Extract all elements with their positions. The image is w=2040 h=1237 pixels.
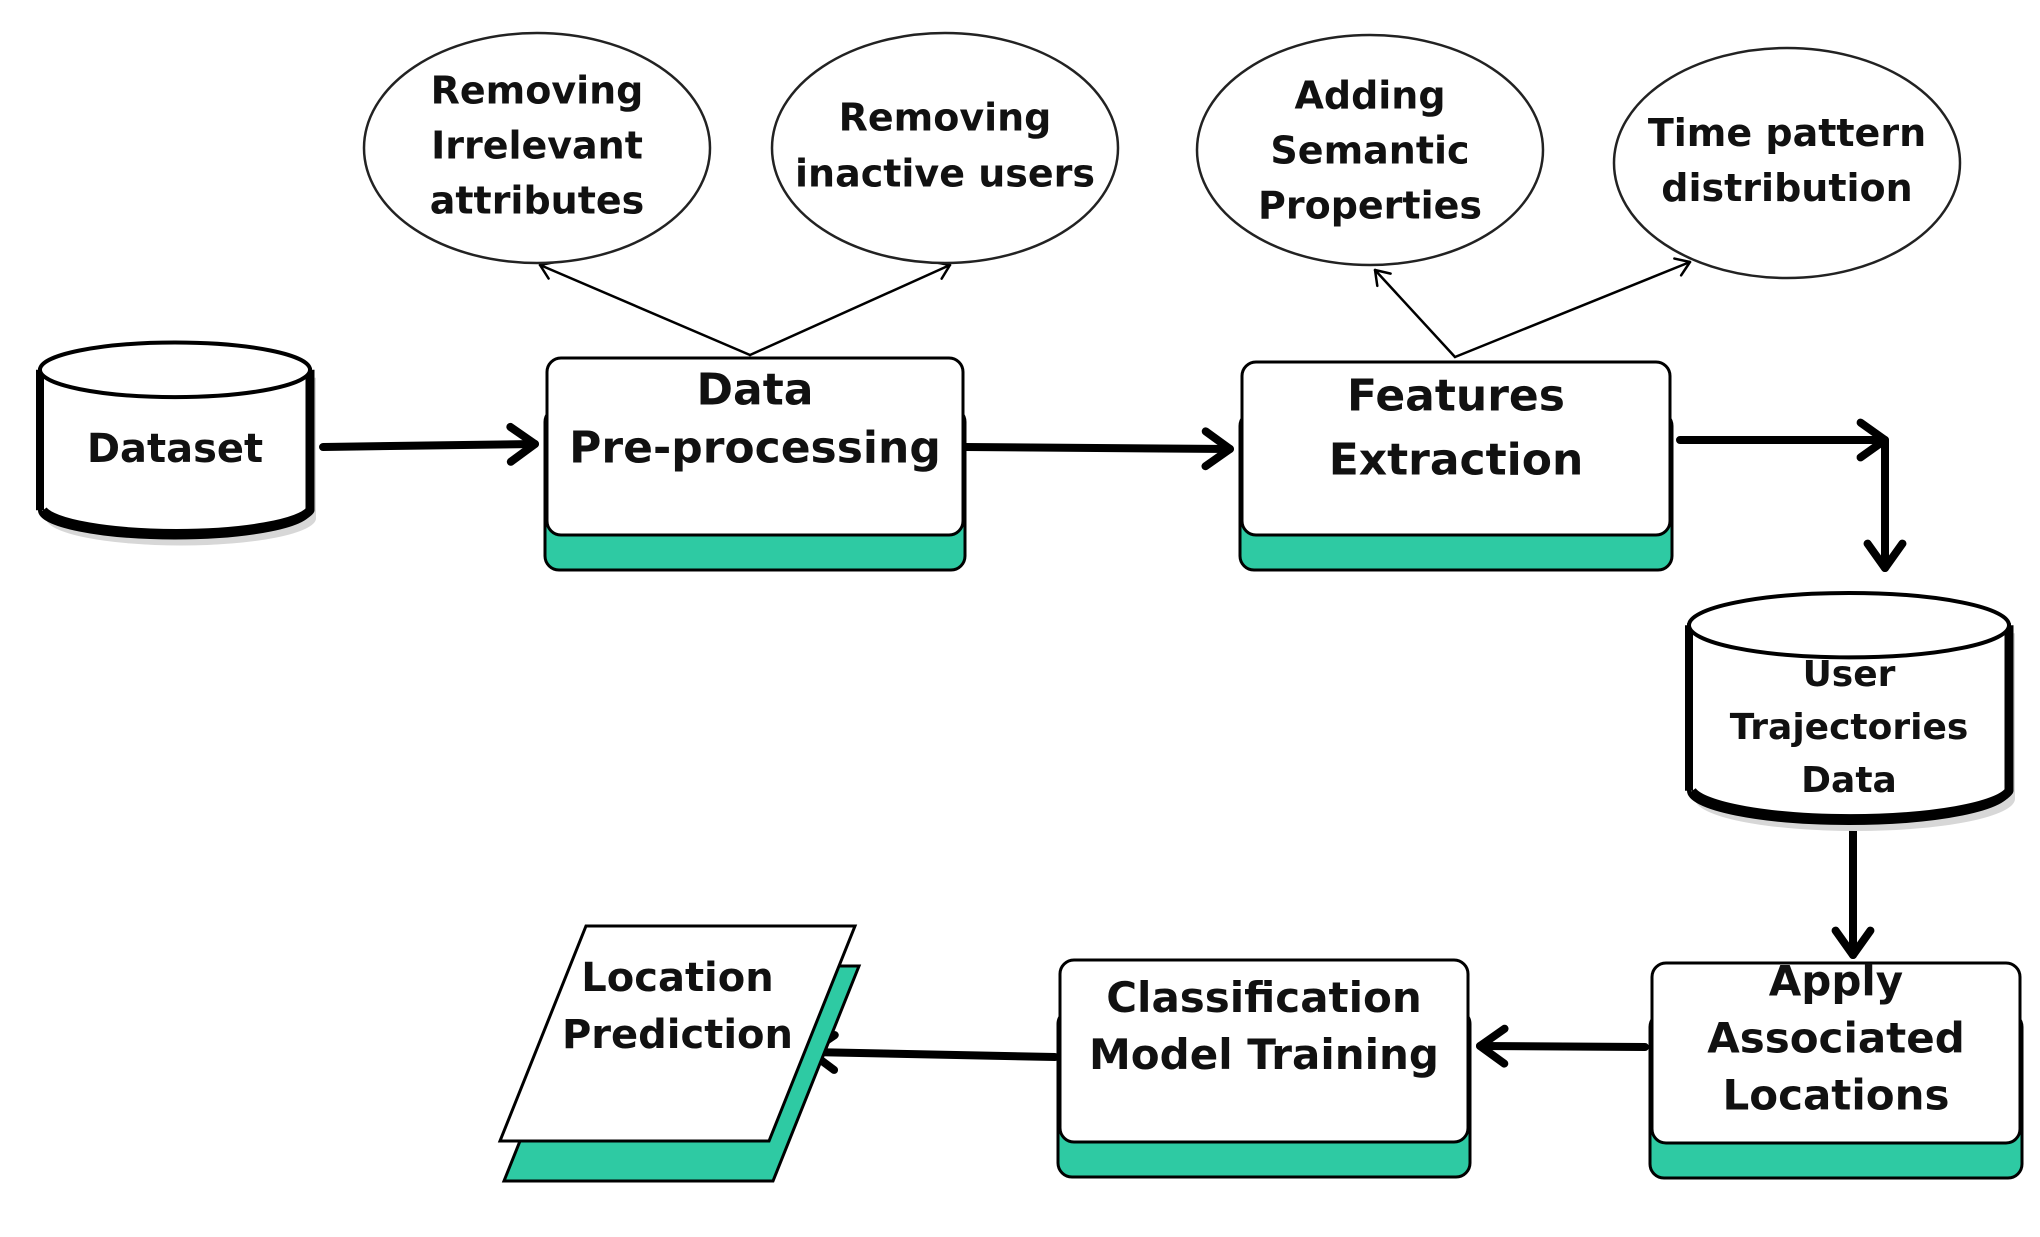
- edge-features-extraction-to-adding-semantic: [1373, 268, 1457, 359]
- edge-apply-locations-to-classification-arrowhead: [1476, 1024, 1509, 1068]
- adding-semantic-label-line: Semantic: [1270, 129, 1469, 173]
- edge-features-extraction-to-time-pattern-arrowhead: [1673, 257, 1692, 277]
- removing-inactive-ellipse: Removing inactive users: [770, 31, 1120, 265]
- edge-apply-locations-to-classification-line: [1476, 1042, 1649, 1051]
- edge-features-extraction-to-adding-semantic-line: [1373, 268, 1457, 359]
- edge-preprocessing-to-features-extraction-arrowhead: [1201, 427, 1234, 471]
- adding-semantic-label-line: Properties: [1258, 184, 1482, 228]
- edge-user-trajectories-to-apply-locations-arrowhead: [1831, 926, 1875, 959]
- edge-classification-to-location-prediction: [806, 1031, 1059, 1074]
- edge-dataset-to-preprocessing-arrowhead: [506, 422, 539, 466]
- apply-locations-label-line: Locations: [1722, 1071, 1949, 1120]
- features-extraction-label-line: Features: [1347, 371, 1565, 422]
- time-pattern-label: Time pattern distribution: [1648, 111, 1926, 210]
- edge-classification-to-location-prediction-line: [806, 1048, 1059, 1061]
- removing-irrelevant-label-line: attributes: [430, 179, 645, 223]
- edge-features-extraction-to-user-trajectories-corner-arrowhead: [1856, 418, 1889, 462]
- edge-preprocessing-to-features-extraction: [961, 427, 1234, 471]
- edge-features-extraction-to-time-pattern-line: [1453, 260, 1692, 359]
- time-pattern-label-line: distribution: [1661, 166, 1912, 210]
- preprocessing-label-line: Pre-processing: [569, 423, 941, 474]
- edge-apply-locations-to-classification: [1476, 1024, 1649, 1068]
- removing-inactive-label: Removing inactive users: [795, 96, 1095, 196]
- edge-preprocessing-to-removing-inactive: [748, 260, 952, 357]
- edge-features-extraction-to-adding-semantic-arrowhead: [1373, 268, 1392, 288]
- classification-label-line: Classification: [1106, 973, 1422, 1022]
- preprocessing-label-line: Data: [697, 365, 814, 416]
- edges-layer: [319, 257, 1907, 1074]
- user-trajectories-label-line: User: [1803, 654, 1896, 695]
- edge-preprocessing-to-removing-inactive-line: [748, 263, 952, 357]
- dataset-label: Dataset: [87, 426, 263, 472]
- edge-dataset-to-preprocessing-line: [319, 440, 539, 451]
- edge-features-extraction-to-user-trajectories-arrowhead: [1863, 539, 1907, 572]
- apply-locations-label-line: Apply: [1769, 957, 1903, 1006]
- edge-user-trajectories-to-apply-locations: [1831, 813, 1875, 959]
- edge-preprocessing-to-removing-irrelevant-line: [538, 263, 752, 357]
- edge-features-extraction-to-user-trajectories: [1676, 418, 1907, 572]
- edge-dataset-to-preprocessing: [319, 422, 539, 466]
- time-pattern-label-line: Time pattern: [1648, 111, 1926, 155]
- removing-irrelevant-label-line: Irrelevant: [431, 124, 643, 168]
- dataset-cylinder: Dataset: [36, 340, 316, 546]
- removing-irrelevant-label-line: Removing: [431, 69, 644, 113]
- features-extraction-label-line: Extraction: [1329, 435, 1584, 486]
- user-trajectories-label-line: Data: [1801, 760, 1897, 801]
- classification-label-line: Model Training: [1089, 1030, 1439, 1079]
- removing-inactive-label-line: inactive users: [795, 152, 1095, 196]
- location-prediction-label-line: Prediction: [562, 1012, 793, 1058]
- edge-preprocessing-to-features-extraction-line: [961, 443, 1234, 453]
- apply-locations-label-line: Associated: [1707, 1014, 1965, 1063]
- dataset-label-line: Dataset: [87, 426, 263, 472]
- removing-inactive-label-line: Removing: [839, 96, 1052, 140]
- edge-features-extraction-to-time-pattern: [1453, 257, 1692, 359]
- user-trajectories-label-line: Trajectories: [1730, 707, 1969, 748]
- edge-preprocessing-to-removing-irrelevant: [538, 260, 752, 357]
- edge-features-extraction-to-user-trajectories-line: [1676, 436, 1889, 572]
- location-prediction-label-line: Location: [581, 955, 773, 1001]
- time-pattern-ellipse: Time pattern distribution: [1612, 46, 1962, 280]
- adding-semantic-label-line: Adding: [1294, 74, 1445, 118]
